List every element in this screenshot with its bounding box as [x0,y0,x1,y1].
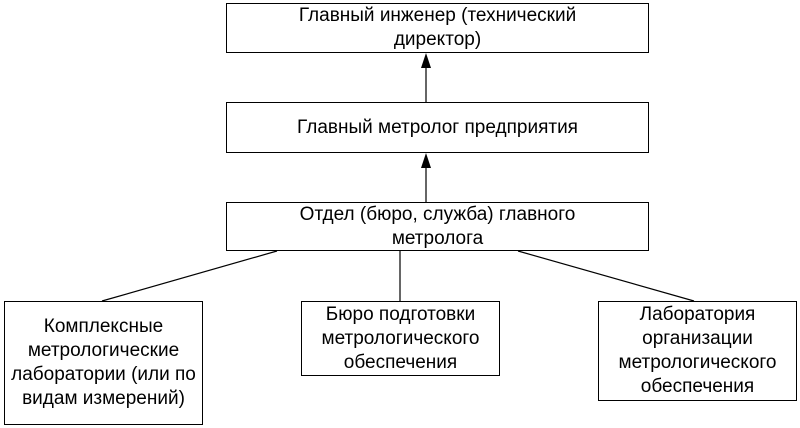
connector-department-to-organization-lab [517,250,695,302]
node-metrology-department: Отдел (бюро, служба) главного метролога [226,202,649,251]
arrow-head-up-icon [421,153,431,168]
node-label: Комплексные метрологические лаборатории … [11,316,196,409]
node-complex-labs: Комплексные метрологические лаборатории … [4,301,203,425]
node-chief-metrologist: Главный метролог предприятия [226,102,649,153]
node-label: Главный метролог предприятия [297,116,578,138]
arrow-head-up-icon [421,53,431,68]
node-label: Бюро подготовки метрологического обеспеч… [321,303,480,373]
node-training-bureau: Бюро подготовки метрологического обеспеч… [301,301,500,376]
node-organization-lab: Лаборатория организации метрологического… [598,301,797,401]
node-label: Отдел (бюро, служба) главного метролога [299,203,576,249]
node-label: Главный инженер (технический директор) [298,5,577,50]
node-label: Лаборатория организации метрологического… [618,304,777,397]
node-chief-engineer: Главный инженер (технический директор) [226,3,649,53]
connector-department-to-complex-labs [101,250,278,302]
